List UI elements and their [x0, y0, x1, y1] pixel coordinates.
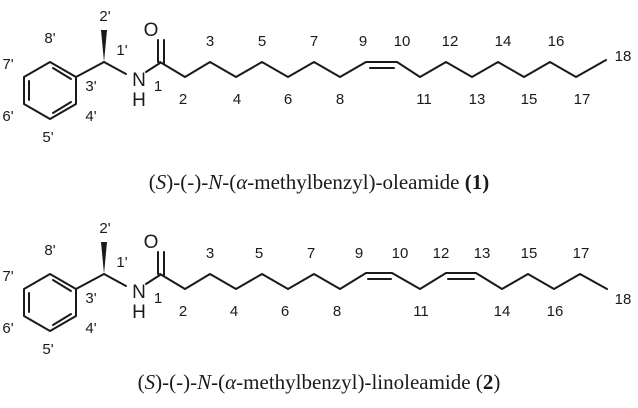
locant-3p: 3' [85, 78, 96, 95]
caption-part: -( [222, 170, 237, 194]
caption-paren: ( [475, 370, 483, 394]
locant-16: 16 [548, 33, 565, 50]
locant-8: 8 [333, 303, 341, 320]
locant-4: 4 [230, 303, 238, 320]
hydrogen-label: H [132, 90, 146, 111]
locant-9: 9 [355, 245, 363, 262]
locant-10: 10 [394, 33, 411, 50]
nitrogen-locant: N [197, 370, 212, 394]
compound-1-caption: (S)-(-)-N-(α-methylbenzyl)-oleamide (1) [148, 170, 490, 194]
stereo-wedge-bond [101, 30, 107, 62]
locant-5: 5 [255, 245, 263, 262]
locant-9: 9 [359, 33, 367, 50]
alpha-symbol: α [225, 370, 237, 394]
caption-prefix: -(-)- [162, 370, 198, 394]
benzene-ring [23, 61, 77, 120]
stereo-descriptor: S [144, 370, 156, 394]
structure-compound-2 [23, 251, 608, 332]
locant-14: 14 [494, 303, 511, 320]
stereo-descriptor: S [155, 170, 167, 194]
oxygen-label: O [144, 20, 159, 41]
locant-5: 5 [258, 33, 266, 50]
locant-6p: 6' [2, 320, 13, 337]
locant-18: 18 [615, 48, 632, 65]
locant-18: 18 [615, 291, 632, 308]
locant-11: 11 [413, 303, 429, 320]
locant-16: 16 [547, 303, 564, 320]
nitrogen-locant: N [208, 170, 223, 194]
caption-paren: ( [464, 170, 472, 194]
locant-8p: 8' [44, 30, 55, 47]
benzene-ring [23, 273, 77, 332]
stereo-wedge-bond [101, 242, 107, 274]
locant-17: 17 [574, 91, 591, 108]
compound-number: 2 [482, 370, 494, 394]
atom-labels-compound-1: O N H [132, 20, 158, 111]
caption-prefix: -(-)- [173, 170, 209, 194]
locant-17: 17 [573, 245, 590, 262]
nitrogen-label: N [132, 282, 146, 303]
compound-number: 1 [471, 170, 483, 194]
locant-3: 3 [206, 245, 214, 262]
locant-5p: 5' [42, 129, 53, 146]
caption-name: -methylbenzyl)-linoleamide [236, 370, 476, 394]
locant-7: 7 [307, 245, 315, 262]
locant-3: 3 [206, 33, 214, 50]
compound-2-caption: (S)-(-)-N-(α-methylbenzyl)-linoleamide (… [137, 370, 501, 394]
locant-3p: 3' [85, 290, 96, 307]
locant-6p: 6' [2, 108, 13, 125]
locant-2: 2 [179, 91, 187, 108]
locant-4p: 4' [85, 108, 96, 125]
locant-15: 15 [521, 91, 538, 108]
locant-8p: 8' [44, 242, 55, 259]
caption-part: -( [211, 370, 226, 394]
structure-compound-1 [23, 39, 607, 120]
locant-labels-compound-2: 2' 1' 8' 7' 3' 6' 4' 5' 1 2 3 4 5 6 7 8 … [2, 220, 631, 358]
locant-5p: 5' [42, 341, 53, 358]
locant-12: 12 [442, 33, 459, 50]
locant-1p: 1' [116, 42, 127, 59]
locant-2p: 2' [99, 8, 110, 25]
locant-8: 8 [336, 91, 344, 108]
locant-6: 6 [281, 303, 289, 320]
locant-4p: 4' [85, 320, 96, 337]
fatty-acid-chain [159, 59, 607, 78]
locant-1: 1 [154, 78, 162, 95]
hydrogen-label: H [132, 302, 146, 323]
locant-13: 13 [469, 91, 486, 108]
locant-6: 6 [284, 91, 292, 108]
locant-1p: 1' [116, 254, 127, 271]
locant-4: 4 [233, 91, 241, 108]
atom-labels-compound-2: O N H [132, 232, 158, 323]
locant-labels-compound-1: 2' 1' 8' 7' 3' 6' 4' 5' 1 2 3 4 5 6 7 8 … [2, 8, 631, 146]
locant-14: 14 [495, 33, 512, 50]
locant-7p: 7' [2, 268, 13, 285]
caption-paren: ) [493, 370, 501, 394]
nitrogen-label: N [132, 70, 146, 91]
locant-15: 15 [521, 245, 538, 262]
locant-13: 13 [474, 245, 491, 262]
caption-paren: ) [482, 170, 490, 194]
locant-2p: 2' [99, 220, 110, 237]
alpha-symbol: α [236, 170, 248, 194]
locant-11: 11 [416, 91, 432, 108]
fatty-acid-chain [159, 272, 608, 290]
oxygen-label: O [144, 232, 159, 253]
locant-7: 7 [310, 33, 318, 50]
caption-name: -methylbenzyl)-oleamide [247, 170, 465, 194]
locant-7p: 7' [2, 56, 13, 73]
locant-2: 2 [179, 303, 187, 320]
locant-12: 12 [433, 245, 450, 262]
locant-10: 10 [392, 245, 409, 262]
locant-1: 1 [154, 290, 162, 307]
